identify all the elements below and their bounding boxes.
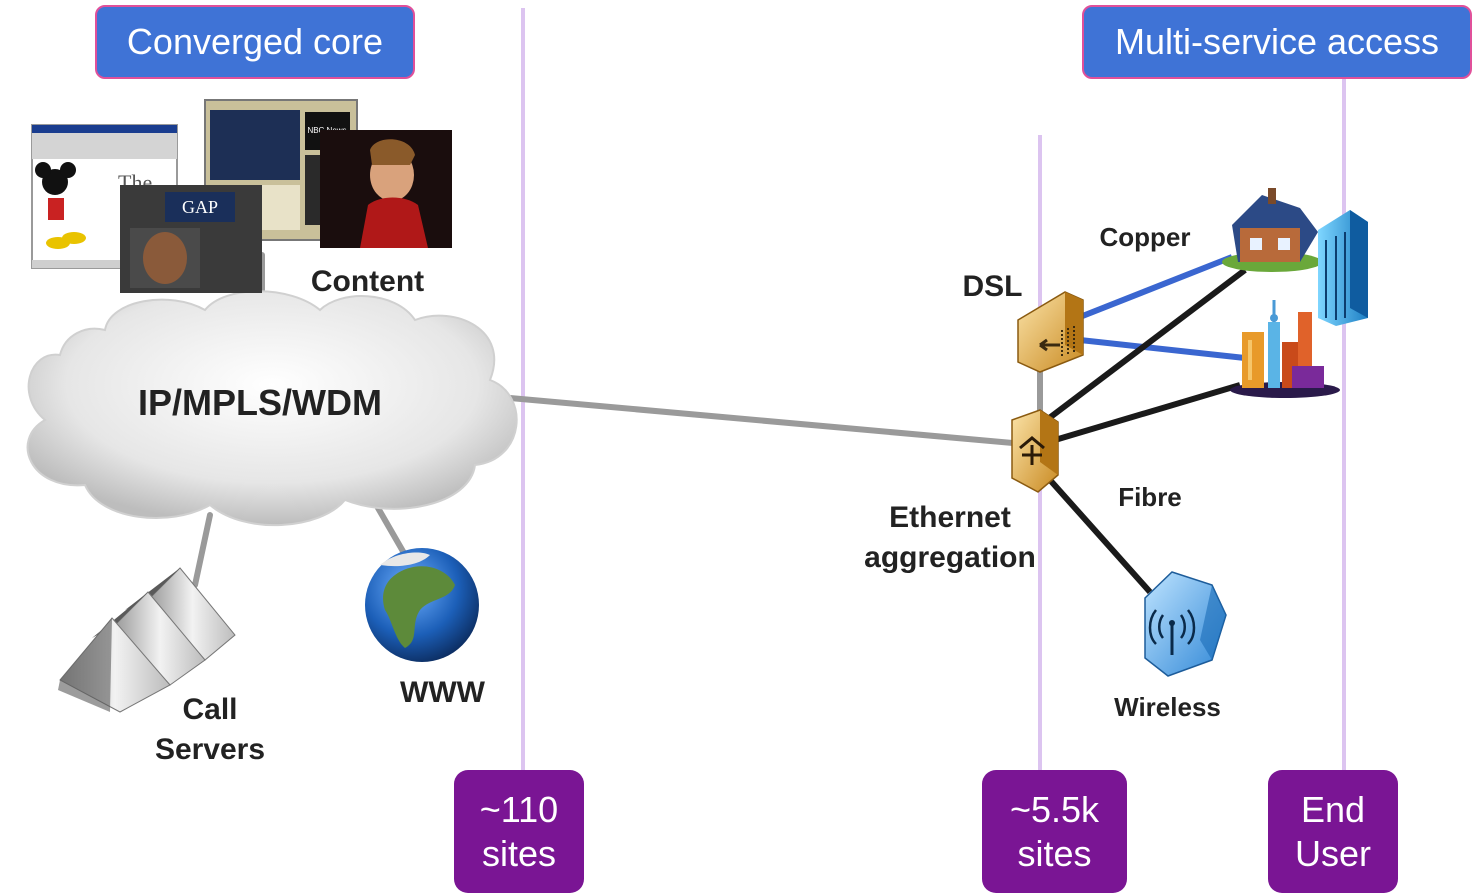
ethernet-aggregation-label: Ethernet aggregation (845, 498, 1055, 578)
call-servers-line2: Servers (154, 733, 266, 766)
multi-service-access-header: Multi-service access (1082, 5, 1472, 79)
singer-thumbnail (320, 130, 452, 248)
globe-icon (365, 548, 479, 662)
city-icon (1230, 300, 1340, 398)
dsl-device-icon (1017, 291, 1084, 373)
copper-links (1078, 254, 1246, 361)
ethernet-line2: aggregation (864, 541, 1036, 574)
wireless-ap-icon (1144, 571, 1227, 677)
cloud-label: IP/MPLS/WDM (138, 382, 382, 423)
call-server-link (192, 512, 213, 588)
badge-aggregation-sites: ~5.5k sites (982, 770, 1127, 893)
fibre-links (1038, 267, 1247, 594)
call-servers-icon (58, 567, 236, 713)
badge-aggregation-count: ~5.5k (1009, 788, 1100, 830)
badge-end-user-line2: User (1294, 832, 1371, 874)
ip-mpls-cloud (26, 290, 518, 527)
converged-core-header: Converged core (95, 5, 415, 79)
gap-thumbnail: GAP (120, 185, 262, 293)
ethernet-switch-icon (1011, 409, 1059, 493)
backhaul-link (507, 395, 1038, 448)
content-label: Content (310, 265, 425, 298)
wireless-label: Wireless (1114, 692, 1221, 722)
badge-core-unit: sites (481, 832, 557, 874)
badge-aggregation-unit: sites (1017, 832, 1092, 874)
badge-core-count: ~110 (479, 788, 559, 830)
gap-sign: GAP (182, 197, 218, 217)
house-icon (1222, 188, 1322, 272)
dsl-label: DSL (962, 270, 1023, 303)
fibre-label: Fibre (1118, 482, 1182, 512)
call-servers-line1: Call (182, 693, 238, 726)
badge-end-user: End User (1268, 770, 1398, 893)
office-tower-icon (1318, 210, 1368, 326)
copper-label: Copper (1099, 222, 1191, 252)
www-label: WWW (400, 676, 485, 709)
badge-end-user-line1: End (1300, 788, 1366, 830)
content-thumbnails: The NBC News GAP (31, 99, 452, 293)
badge-core-sites: ~110 sites (454, 770, 584, 893)
call-servers-label: Call Servers (130, 690, 290, 770)
ethernet-line1: Ethernet (889, 501, 1011, 534)
